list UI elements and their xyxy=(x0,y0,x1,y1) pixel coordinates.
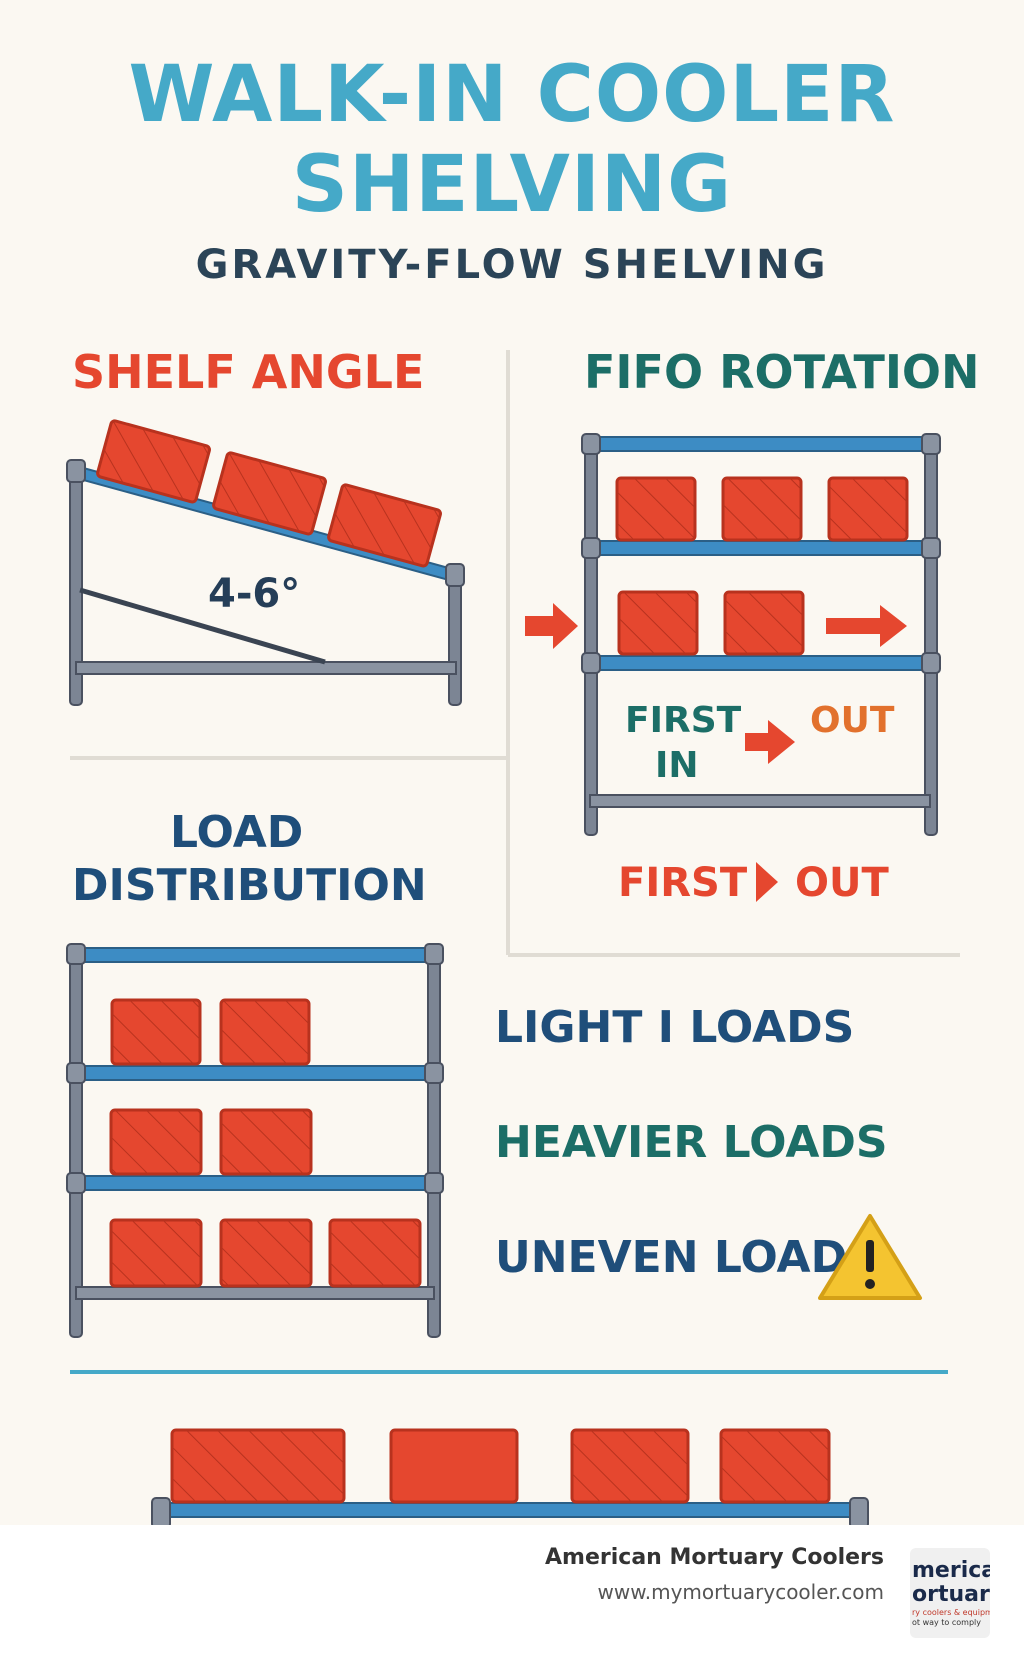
company-url[interactable]: www.mymortuarycooler.com xyxy=(597,1580,884,1604)
fifo-crate-top-1 xyxy=(615,476,697,542)
title-line-2: SHELVING xyxy=(291,140,733,230)
sloped-crate-1 xyxy=(96,419,211,504)
title-line-1: WALK-IN COOLER xyxy=(128,50,896,140)
fifo-caption-out: OUT xyxy=(795,860,889,906)
bottom-crate-1 xyxy=(170,1428,346,1504)
load-distribution-heading-line-1: LOAD xyxy=(170,807,304,858)
footer xyxy=(0,1525,1024,1666)
fifo-rack xyxy=(581,433,941,836)
load-crate-light-2 xyxy=(219,998,311,1066)
shelf-angle-heading: SHELF ANGLE xyxy=(72,345,425,399)
company-name: American Mortuary Coolers xyxy=(545,1545,884,1570)
load-crate-uneven-3 xyxy=(328,1218,422,1288)
fifo-arrow-out-icon xyxy=(826,605,907,647)
load-crate-uneven-1 xyxy=(109,1218,203,1288)
fifo-crate-mid-2 xyxy=(723,590,805,656)
fifo-crate-top-2 xyxy=(721,476,803,542)
first-in-label-line-2: IN xyxy=(655,745,699,786)
bottom-crate-2 xyxy=(389,1428,519,1504)
bottom-crate-4 xyxy=(719,1428,831,1504)
fifo-caption-arrow-icon xyxy=(756,862,778,902)
fifo-caption-first: FIRST xyxy=(618,860,748,906)
sloped-crate-2 xyxy=(212,451,327,536)
uneven-load-label: UNEVEN LOAD xyxy=(495,1232,848,1283)
load-crate-uneven-2 xyxy=(219,1218,313,1288)
fifo-rotation-heading: FIFO ROTATION xyxy=(584,345,980,399)
first-in-label-line-1: FIRST xyxy=(625,700,742,741)
light-loads-label: LIGHT I LOADS xyxy=(495,1002,855,1053)
out-label: OUT xyxy=(810,700,895,741)
fifo-crate-top-3 xyxy=(827,476,909,542)
angle-label: 4-6° xyxy=(208,571,301,617)
logo-text-line-2: ortuary xyxy=(912,1582,990,1607)
heavier-loads-label: HEAVIER LOADS xyxy=(495,1117,888,1168)
subtitle: GRAVITY-FLOW SHELVING xyxy=(195,242,829,288)
load-crate-heavy-1 xyxy=(109,1108,203,1176)
sloped-crate-3 xyxy=(327,483,442,568)
bottom-shelf xyxy=(151,1497,869,1529)
bottom-crate-3 xyxy=(570,1428,690,1504)
load-distribution-heading-line-2: DISTRIBUTION xyxy=(72,860,427,911)
fifo-arrow-in-icon xyxy=(525,603,578,649)
load-crate-light-1 xyxy=(110,998,202,1066)
logo-subtext-line-2: ot way to comply xyxy=(912,1618,981,1627)
company-logo: merican ortuary ry coolers & equipment o… xyxy=(910,1548,990,1638)
warning-icon xyxy=(818,1214,922,1300)
fifo-crate-mid-1 xyxy=(617,590,699,656)
load-crate-heavy-2 xyxy=(219,1108,313,1176)
logo-text-line-1: merican xyxy=(912,1558,990,1583)
logo-subtext-line-1: ry coolers & equipment xyxy=(912,1608,990,1617)
load-distribution-rack xyxy=(66,943,444,1338)
first-in-out-arrow-icon xyxy=(745,720,795,764)
